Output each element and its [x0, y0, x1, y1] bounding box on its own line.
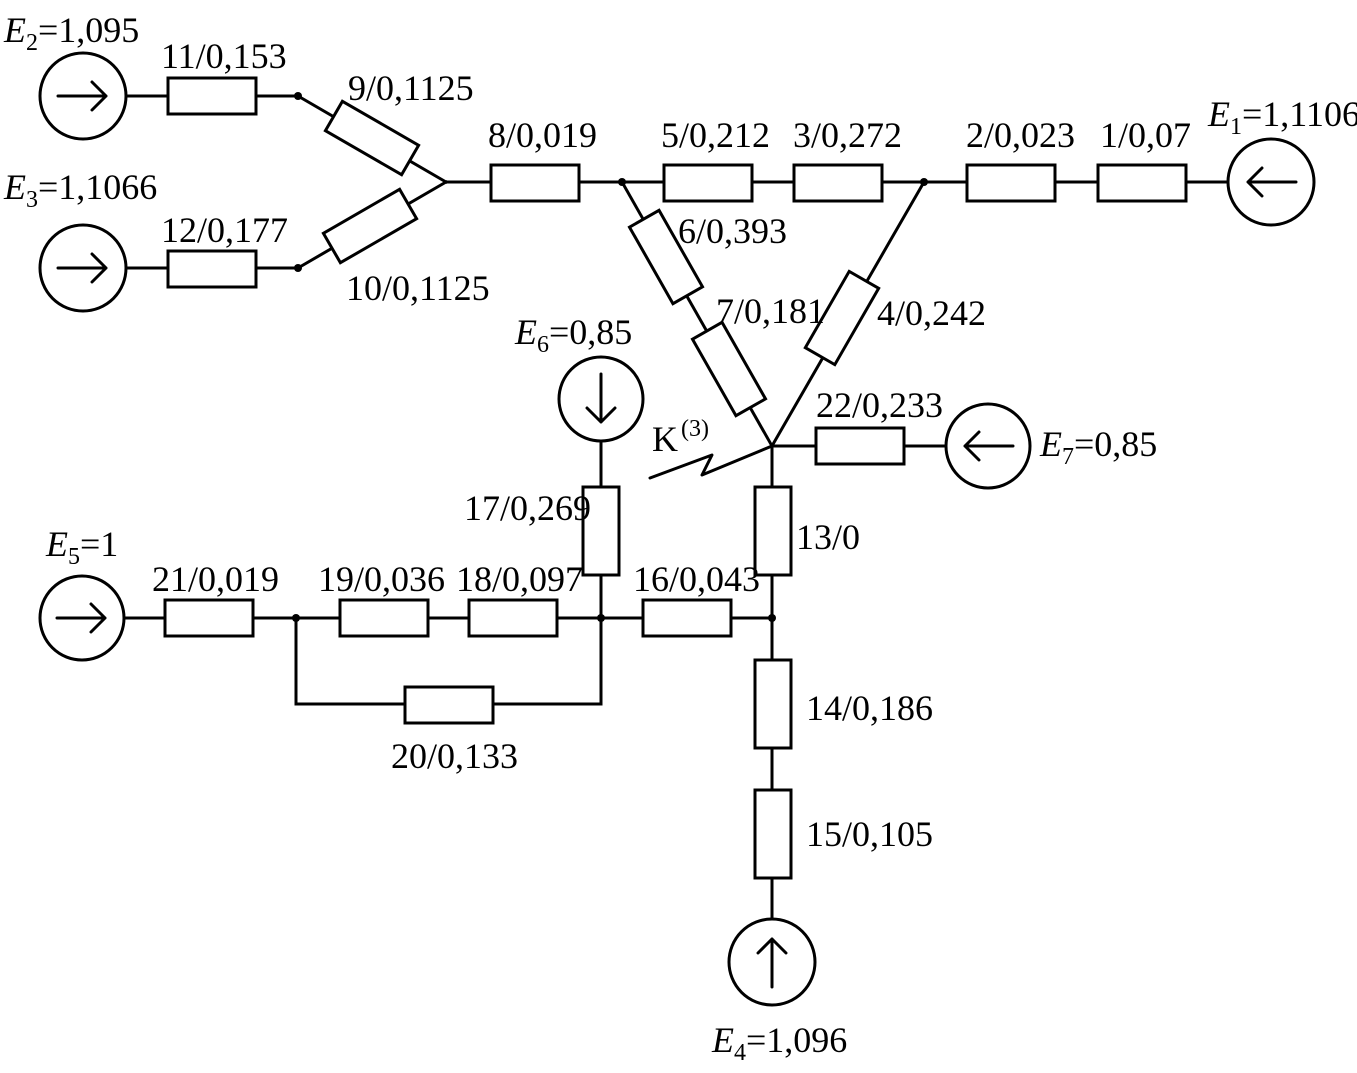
arrow-right-icon	[55, 602, 107, 634]
sources	[38, 51, 1316, 1007]
source-e4	[727, 917, 817, 1007]
resistor-6	[627, 208, 705, 306]
source-e5	[38, 574, 126, 662]
resistor-18	[467, 598, 559, 638]
label-b22: 22/0,233	[816, 385, 943, 425]
label-b21: 21/0,019	[152, 559, 279, 599]
label-b15: 15/0,105	[806, 814, 933, 854]
resistor-10	[321, 187, 419, 265]
label-e3: E3=1,1066	[3, 167, 157, 213]
source-e3	[38, 223, 128, 313]
label-b10: 10/0,1125	[346, 268, 490, 308]
fault-label: K(3)	[652, 416, 709, 459]
label-b12: 12/0,177	[161, 210, 288, 250]
label-b5: 5/0,212	[661, 115, 770, 155]
arrow-down-icon	[585, 372, 617, 424]
resistor-11	[166, 76, 258, 116]
resistor-20	[403, 685, 495, 725]
source-e2	[38, 51, 128, 141]
label-b8: 8/0,019	[488, 115, 597, 155]
label-e5: E5=1	[45, 524, 118, 570]
resistor-15	[753, 788, 793, 880]
arrow-right-icon	[56, 252, 108, 284]
label-e7: E7=0,85	[1039, 424, 1157, 470]
label-b1: 1/0,07	[1100, 115, 1191, 155]
label-b13: 13/0	[796, 517, 860, 557]
resistor-4	[803, 269, 881, 367]
label-b20: 20/0,133	[391, 736, 518, 776]
label-e4: E4=1,096	[711, 1020, 847, 1066]
source-e6	[557, 355, 645, 443]
resistor-8	[489, 163, 581, 203]
resistor-7	[690, 320, 768, 418]
label-b19: 19/0,036	[318, 559, 445, 599]
resistor-2	[965, 163, 1057, 203]
arrow-left-icon	[963, 430, 1015, 462]
resistor-14	[753, 658, 793, 750]
label-b14: 14/0,186	[806, 688, 933, 728]
arrow-right-icon	[56, 80, 108, 112]
resistor-3	[792, 163, 884, 203]
resistor-12	[166, 249, 258, 289]
resistors	[163, 76, 1188, 880]
source-e7	[944, 402, 1032, 490]
label-b2: 2/0,023	[966, 115, 1075, 155]
branch-labels: 11/0,153 9/0,1125 12/0,177 10/0,1125 8/0…	[152, 36, 1191, 854]
label-e6: E6=0,85	[514, 312, 632, 358]
resistor-9	[323, 99, 421, 177]
label-b11: 11/0,153	[161, 36, 287, 76]
label-b18: 18/0,097	[456, 559, 583, 599]
label-b6: 6/0,393	[678, 211, 787, 251]
label-b7: 7/0,181	[716, 291, 825, 331]
resistor-19	[338, 598, 430, 638]
source-e1	[1226, 137, 1316, 227]
label-b3: 3/0,272	[793, 115, 902, 155]
resistor-13	[753, 485, 793, 577]
junction-nodes	[292, 92, 928, 622]
label-b4: 4/0,242	[877, 293, 986, 333]
resistor-22	[814, 426, 906, 466]
source-labels: E2=1,095 E3=1,1066 E1=1,1106 E6=0,85 E7=…	[3, 10, 1357, 1066]
resistor-16	[641, 598, 733, 638]
arrow-left-icon	[1246, 166, 1298, 198]
label-b16: 16/0,043	[633, 559, 760, 599]
arrow-up-icon	[756, 937, 788, 989]
label-b9: 9/0,1125	[348, 68, 474, 108]
label-e1: E1=1,1106	[1207, 94, 1357, 140]
resistor-5	[662, 163, 754, 203]
resistor-17	[581, 485, 621, 577]
wires	[122, 93, 1230, 922]
label-e2: E2=1,095	[3, 10, 139, 56]
fault-zigzag-icon	[648, 444, 774, 480]
resistor-1	[1096, 163, 1188, 203]
resistor-21	[163, 598, 255, 638]
label-b17: 17/0,269	[464, 488, 591, 528]
